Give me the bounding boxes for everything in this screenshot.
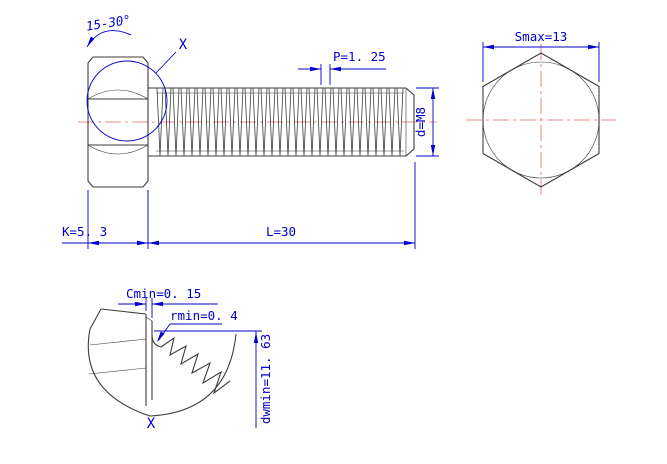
arrowhead [253, 332, 259, 343]
detail-name-label: X [147, 416, 156, 432]
arrowhead [430, 88, 436, 99]
arrowhead [404, 240, 415, 246]
angle-dimension-label: 15-30° [85, 12, 132, 34]
arrowhead [483, 44, 494, 50]
detail-reference-circle [86, 60, 168, 142]
washer-thickness-dimension: Cmin=0. 15 [118, 286, 218, 318]
detail-washer-step [145, 316, 153, 322]
head-height-dimension: K=5. 3 [62, 190, 149, 249]
across-flats-dimension: Smax=13 [482, 29, 600, 82]
detail-reference-leader [155, 51, 177, 74]
arrowhead [330, 66, 341, 72]
thread-diameter-label: d=M8 [413, 107, 428, 137]
arrowhead [135, 301, 146, 307]
arrowhead [152, 301, 163, 307]
detail-view: Cmin=0. 15 rmin=0. 4 dwmin=11. 63 X [87, 286, 273, 432]
detail-facet-line [89, 338, 147, 346]
hex-head-outline [87, 56, 149, 188]
chamfer-circle [482, 61, 600, 179]
length-dimension: L=30 [148, 162, 416, 249]
side-view: X 15-30° P=1. 25 d=M8 [62, 12, 439, 249]
arrowhead [87, 36, 95, 47]
arrowhead [88, 240, 99, 246]
arrowhead [310, 66, 321, 72]
head-height-label: K=5. 3 [62, 224, 107, 239]
arrowhead [430, 145, 436, 156]
head-chamfer-arc-top [87, 89, 149, 100]
detail-facet-line [88, 367, 147, 375]
length-label: L=30 [266, 224, 296, 239]
detail-fillet-arc [151, 334, 162, 348]
washer-diameter-label: dwmin=11. 63 [258, 334, 273, 424]
arrowhead [588, 44, 599, 50]
washer-thickness-label: Cmin=0. 15 [126, 286, 201, 301]
detail-break-arc-left [87, 328, 151, 417]
pitch-dimension: P=1. 25 [298, 49, 386, 85]
detail-head-top-edge [100, 308, 147, 315]
detail-head-chamfer-edge [89, 308, 102, 330]
detail-thread-profile [160, 336, 231, 395]
washer-diameter-dimension: dwmin=11. 63 [154, 330, 273, 428]
arrowhead [157, 331, 165, 342]
end-view: Smax=13 [466, 29, 616, 196]
fillet-radius-dimension: rmin=0. 4 [157, 308, 238, 342]
arrowhead [148, 240, 159, 246]
across-flats-label: Smax=13 [515, 29, 568, 44]
thread-end-chamfer [405, 87, 415, 157]
pitch-dimension-label: P=1. 25 [333, 49, 386, 64]
detail-break-arc-right [149, 333, 237, 417]
thread-hatch [156, 88, 404, 156]
thread-diameter-dimension: d=M8 [413, 87, 439, 157]
detail-reference-label: X [179, 37, 188, 53]
arrowhead [137, 240, 148, 246]
fillet-radius-label: rmin=0. 4 [170, 308, 238, 323]
head-chamfer-arc-bottom [87, 144, 149, 155]
hexagon-outline [482, 52, 600, 188]
